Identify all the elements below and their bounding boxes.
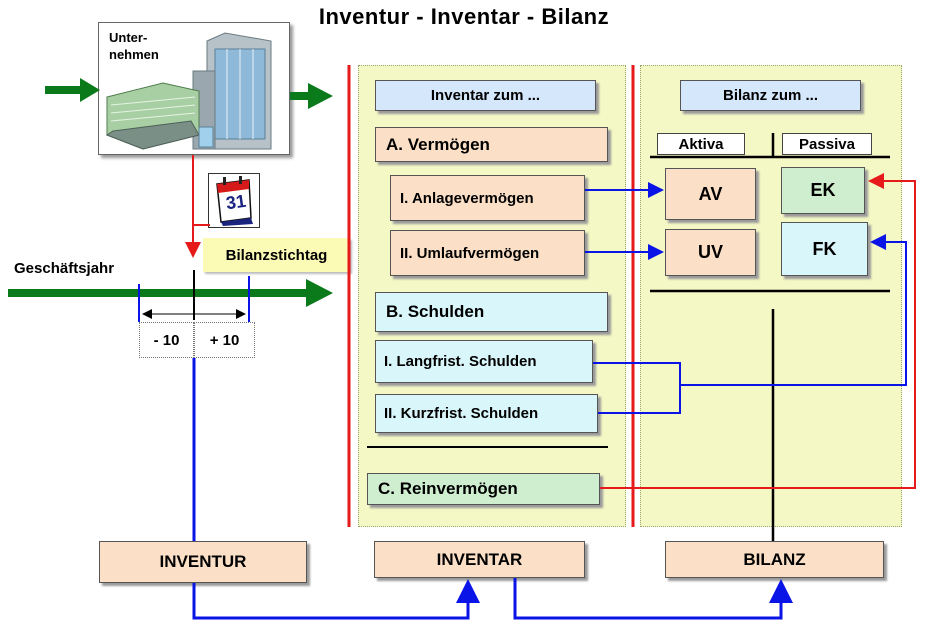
aktiva-tab: Aktiva: [657, 133, 745, 155]
langfrist-schulden-box: I. Langfrist. Schulden: [375, 340, 593, 383]
timeline-ticks: [138, 270, 250, 322]
reinvermoegen-box: C. Reinvermögen: [367, 473, 600, 505]
schulden-box: B. Schulden: [375, 292, 608, 332]
geschaeftsjahr-label: Geschäftsjahr: [14, 260, 115, 277]
fk-box: FK: [781, 222, 868, 276]
uv-box: UV: [665, 229, 756, 276]
calendar-icon: 31: [208, 173, 260, 228]
bilanzstichtag-label: Bilanzstichtag: [203, 238, 350, 272]
minus-ten-label: - 10: [153, 332, 180, 349]
inventar-box: INVENTAR: [374, 541, 585, 578]
anlagevermoegen-box: I. Anlagevermögen: [390, 175, 585, 221]
blue-connectors: [192, 182, 907, 620]
plus-ten-box: + 10: [194, 322, 255, 358]
plus-ten-label: + 10: [209, 332, 240, 349]
company-label: Unter- nehmen: [109, 30, 159, 62]
minus-ten-box: - 10: [139, 322, 194, 358]
inventar-header: Inventar zum ...: [375, 80, 596, 111]
vermoegen-box: A. Vermögen: [375, 127, 608, 162]
green-arrows: [8, 78, 333, 307]
ek-box: EK: [781, 167, 865, 214]
umlaufvermoegen-box: II. Umlaufvermögen: [390, 230, 585, 276]
inventur-box: INVENTUR: [99, 541, 307, 583]
building-icon: [105, 32, 272, 150]
t-account-lines: [650, 133, 890, 541]
passiva-tab: Passiva: [782, 133, 872, 155]
page-title: Inventur - Inventar - Bilanz: [318, 4, 610, 29]
company-box: Unter- nehmen: [98, 22, 290, 155]
bilanz-header: Bilanz zum ...: [680, 80, 861, 111]
red-ek-connector: [600, 173, 916, 489]
bilanz-box: BILANZ: [665, 541, 884, 578]
av-box: AV: [665, 168, 756, 220]
kurzfrist-schulden-box: II. Kurzfrist. Schulden: [375, 394, 598, 433]
